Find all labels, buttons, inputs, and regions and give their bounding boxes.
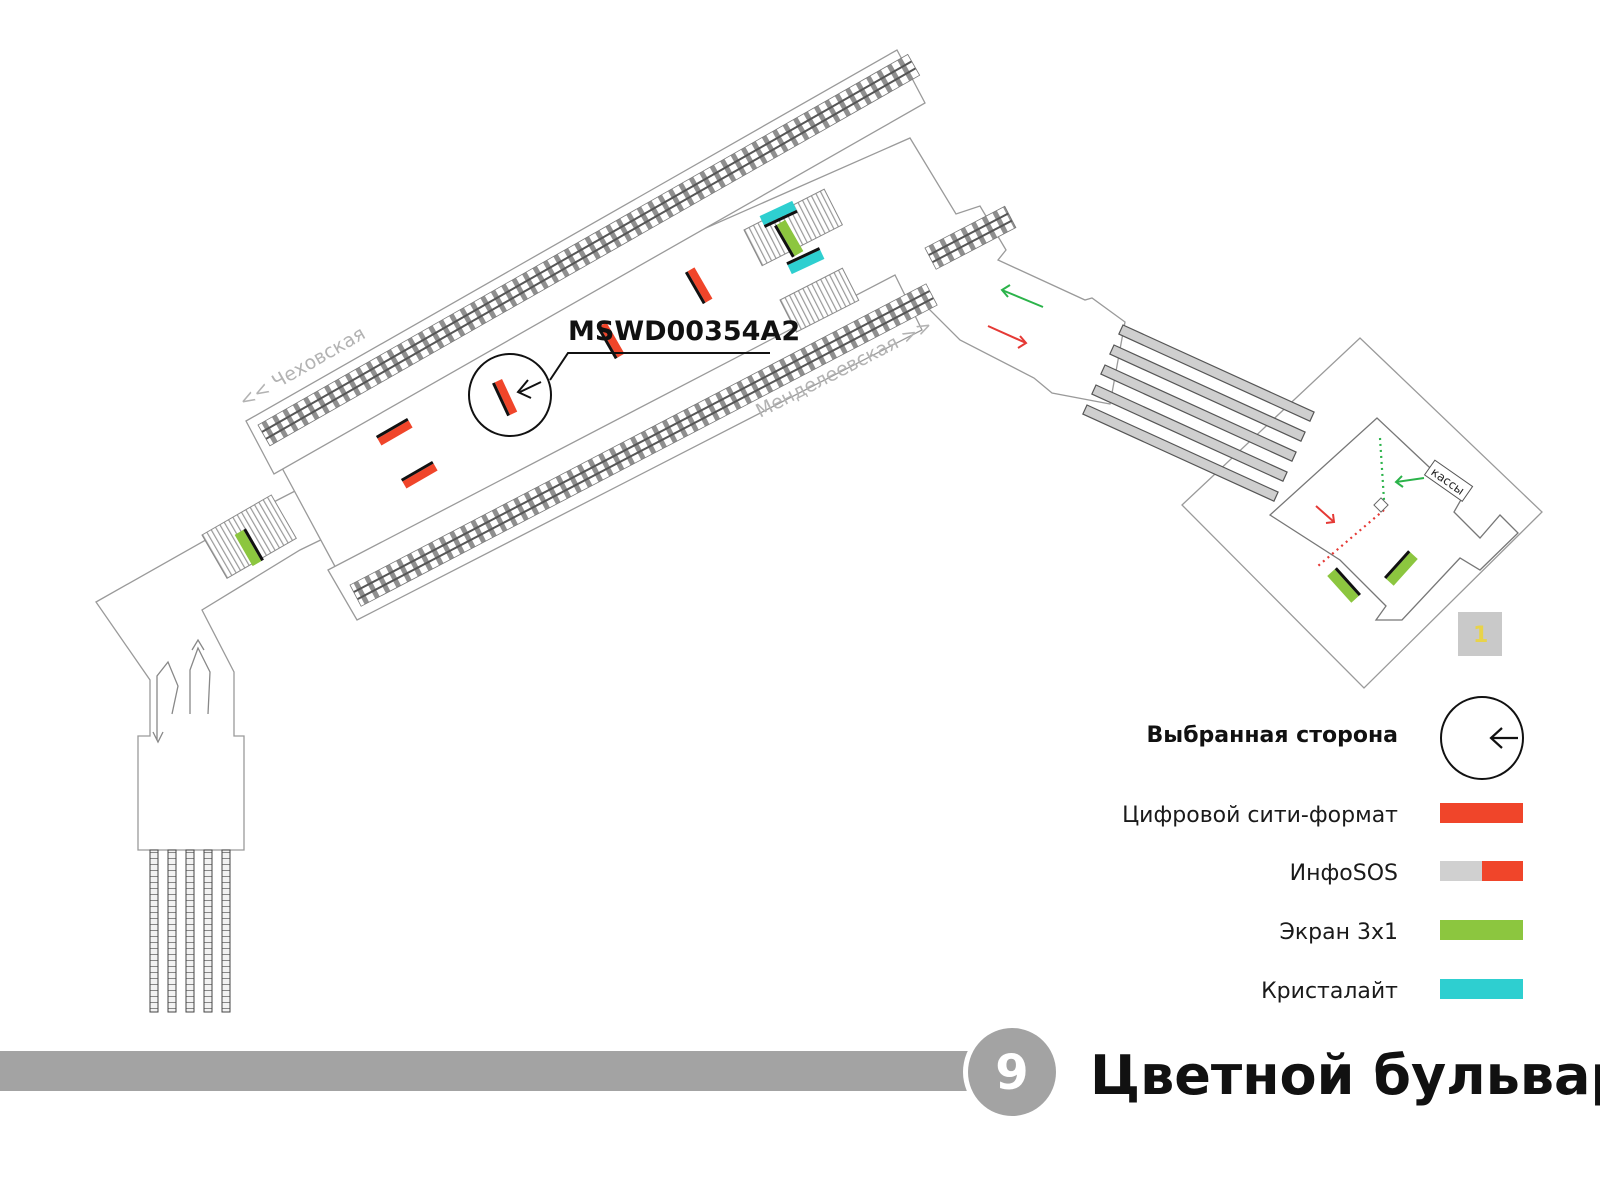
legend-label-digital: Цифровой сити-формат bbox=[1122, 803, 1398, 828]
legend-swatch-screen bbox=[1440, 920, 1523, 940]
legend-label-screen: Экран 3х1 bbox=[1280, 920, 1399, 945]
north-track bbox=[257, 53, 921, 447]
upper-stairs-2 bbox=[779, 267, 860, 333]
arrow-left-icon bbox=[1489, 727, 1518, 749]
exit-badge: 1 bbox=[1458, 612, 1502, 656]
screen-marker-green bbox=[1327, 567, 1361, 603]
legend-label-crystalite: Кристалайт bbox=[1261, 979, 1398, 1004]
callout-leader-line bbox=[549, 352, 770, 381]
crystalite-marker-cyan bbox=[786, 247, 825, 275]
legend-swatch-digital bbox=[1440, 803, 1523, 823]
line-bar bbox=[0, 1051, 975, 1091]
callout-marker bbox=[492, 378, 518, 417]
ad-marker-red bbox=[684, 267, 713, 305]
legend-swatch-crystalite bbox=[1440, 979, 1523, 999]
selected-code-label: MSWD00354A2 bbox=[568, 316, 800, 347]
turnstiles bbox=[1317, 437, 1386, 567]
station-footer: 9 Цветной бульвар bbox=[0, 1023, 1600, 1121]
tunnel-track bbox=[924, 205, 1017, 270]
green-arrow-left bbox=[1000, 284, 1044, 308]
legend-selected-circle bbox=[1440, 696, 1524, 780]
ad-marker-selected bbox=[596, 322, 625, 360]
hall-flow-arrows bbox=[987, 284, 1425, 524]
legend-selected-side-label: Выбранная сторона bbox=[1147, 723, 1398, 748]
ad-marker-red bbox=[375, 417, 413, 446]
red-arrow-right bbox=[987, 325, 1028, 349]
legend-swatch-infosos-grey bbox=[1440, 861, 1482, 881]
red-arrow-exit bbox=[1315, 505, 1336, 524]
left-escalators bbox=[149, 849, 231, 1013]
crystalite-marker-cyan bbox=[759, 200, 798, 228]
left-flow-arrows bbox=[152, 638, 211, 744]
ad-marker-red bbox=[400, 460, 438, 489]
screen-marker-green bbox=[234, 528, 264, 567]
station-name: Цветной бульвар bbox=[1090, 1044, 1600, 1107]
screen-marker-green bbox=[1384, 550, 1418, 586]
green-arrow-kassy bbox=[1394, 475, 1425, 488]
screen-marker-green bbox=[774, 219, 804, 258]
line-number: 9 bbox=[995, 1045, 1028, 1101]
turnstile-post bbox=[1373, 497, 1389, 513]
crystalite-markers[interactable] bbox=[759, 200, 825, 275]
line-badge bbox=[968, 1028, 1056, 1116]
exit-number: 1 bbox=[1473, 623, 1488, 648]
right-escalators bbox=[1082, 324, 1315, 502]
selected-callout: MSWD00354A2 bbox=[468, 316, 800, 437]
legend: Выбранная сторона Цифровой сити-формат И… bbox=[1122, 696, 1524, 1004]
legend-swatch-infosos-red bbox=[1482, 861, 1523, 881]
callout-arrow-icon bbox=[516, 379, 542, 399]
digital-city-format-markers[interactable] bbox=[375, 267, 713, 489]
south-track bbox=[349, 283, 938, 607]
legend-label-infosos: ИнфоSOS bbox=[1290, 861, 1398, 886]
tracks bbox=[257, 53, 1017, 607]
screen-3x1-markers[interactable] bbox=[234, 219, 1418, 603]
selected-side-circle bbox=[468, 353, 552, 437]
